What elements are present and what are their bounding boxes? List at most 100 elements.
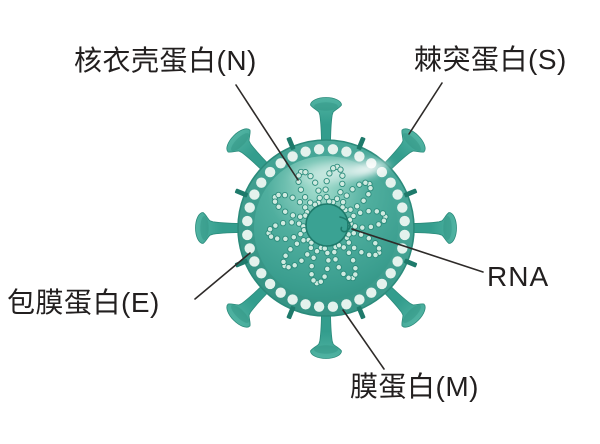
membrane-protein-dot	[249, 256, 260, 267]
protein-bead	[332, 256, 339, 263]
protein-bead	[326, 170, 333, 177]
label-spike-protein: 棘突蛋白(S)	[414, 44, 567, 75]
membrane-protein-dot	[399, 229, 410, 241]
membrane-protein-dot	[366, 287, 377, 298]
protein-bead	[321, 273, 328, 280]
leader-line-envelope	[194, 252, 251, 300]
membrane-protein-dot	[249, 189, 260, 200]
protein-bead	[352, 271, 359, 278]
protein-bead	[331, 248, 338, 256]
protein-bead	[365, 191, 372, 198]
protein-bead	[323, 177, 330, 185]
protein-bead	[272, 222, 279, 229]
nucleocapsid-chain	[295, 168, 323, 208]
protein-bead	[271, 198, 279, 205]
protein-bead	[360, 197, 367, 204]
protein-bead	[335, 264, 342, 271]
protein-bead	[315, 187, 322, 194]
membrane-protein-dot	[275, 158, 286, 169]
leader-line-membrane	[342, 309, 385, 370]
protein-bead	[285, 264, 292, 271]
membrane-protein-dot	[376, 278, 388, 290]
nucleocapsid-chain	[322, 163, 346, 206]
envelope-protein	[403, 258, 418, 268]
protein-bead	[380, 217, 388, 224]
spike-protein	[195, 212, 247, 244]
protein-bead	[308, 271, 315, 278]
protein-bead	[337, 166, 344, 173]
protein-bead	[373, 208, 380, 215]
protein-bead	[307, 199, 314, 206]
nucleocapsid-chain	[271, 191, 311, 220]
membrane-protein-dot	[341, 146, 352, 157]
protein-bead	[274, 235, 281, 242]
protein-bead	[322, 186, 329, 193]
protein-bead	[297, 213, 304, 220]
protein-bead	[280, 258, 287, 266]
leader-line-rna	[351, 228, 484, 273]
protein-bead	[323, 193, 330, 201]
protein-bead	[359, 224, 366, 231]
protein-bead	[345, 274, 352, 281]
virus-body	[195, 97, 457, 359]
protein-bead	[357, 209, 364, 216]
protein-bead	[295, 178, 302, 185]
leader-lines-group	[194, 82, 484, 370]
protein-bead	[347, 206, 354, 213]
protein-bead	[365, 251, 373, 259]
spike-cap-shading	[443, 216, 452, 240]
rna-tail-curl	[339, 216, 351, 233]
protein-bead	[353, 203, 361, 210]
protein-bead	[372, 240, 379, 247]
membrane-protein-dot	[244, 202, 255, 213]
protein-bead	[281, 191, 289, 199]
spike-protein	[378, 280, 426, 328]
protein-bead	[358, 249, 365, 256]
protein-bead	[313, 248, 321, 255]
protein-bead	[310, 254, 317, 261]
leader-line-nucleocapsid	[235, 84, 299, 181]
protein-bead	[298, 257, 305, 264]
protein-bead	[339, 180, 346, 188]
membrane-protein-dot	[244, 243, 255, 254]
protein-bead	[266, 226, 274, 233]
protein-bead	[340, 244, 347, 251]
protein-bead	[367, 223, 375, 231]
membrane-protein-dot	[313, 301, 325, 312]
protein-bead	[350, 244, 358, 252]
nucleocapsid-rna-complex	[265, 163, 389, 287]
envelope-protein	[403, 188, 418, 198]
protein-bead	[333, 195, 341, 202]
protein-bead	[297, 186, 305, 193]
membrane-protein-dot	[275, 287, 286, 298]
membrane-protein-dot	[385, 268, 396, 279]
protein-bead	[296, 198, 304, 206]
protein-bead	[310, 277, 317, 284]
protein-bead	[325, 257, 332, 264]
membrane-protein-dot	[327, 144, 339, 155]
protein-bead	[307, 172, 314, 180]
protein-bead	[316, 194, 323, 202]
protein-bead	[297, 230, 304, 238]
protein-bead	[339, 172, 346, 179]
protein-bead	[356, 181, 363, 188]
membrane-protein-dot	[327, 301, 339, 312]
protein-bead	[340, 270, 347, 278]
spike-cap-shading	[402, 304, 421, 323]
membrane-protein-dot	[399, 215, 410, 227]
protein-bead	[367, 184, 374, 192]
protein-bead	[365, 235, 372, 242]
spike-cap-shading	[314, 102, 338, 111]
protein-bead	[287, 246, 294, 253]
spike-protein	[226, 128, 274, 176]
membrane-protein-dot	[397, 202, 408, 213]
protein-bead	[330, 165, 337, 172]
protein-bead	[375, 245, 383, 252]
protein-bead	[345, 249, 353, 256]
membrane-protein-dot	[392, 256, 403, 267]
envelope-protein	[234, 258, 249, 268]
membrane-protein-dot	[341, 299, 352, 310]
protein-bead	[267, 233, 275, 240]
protein-bead	[337, 189, 344, 196]
